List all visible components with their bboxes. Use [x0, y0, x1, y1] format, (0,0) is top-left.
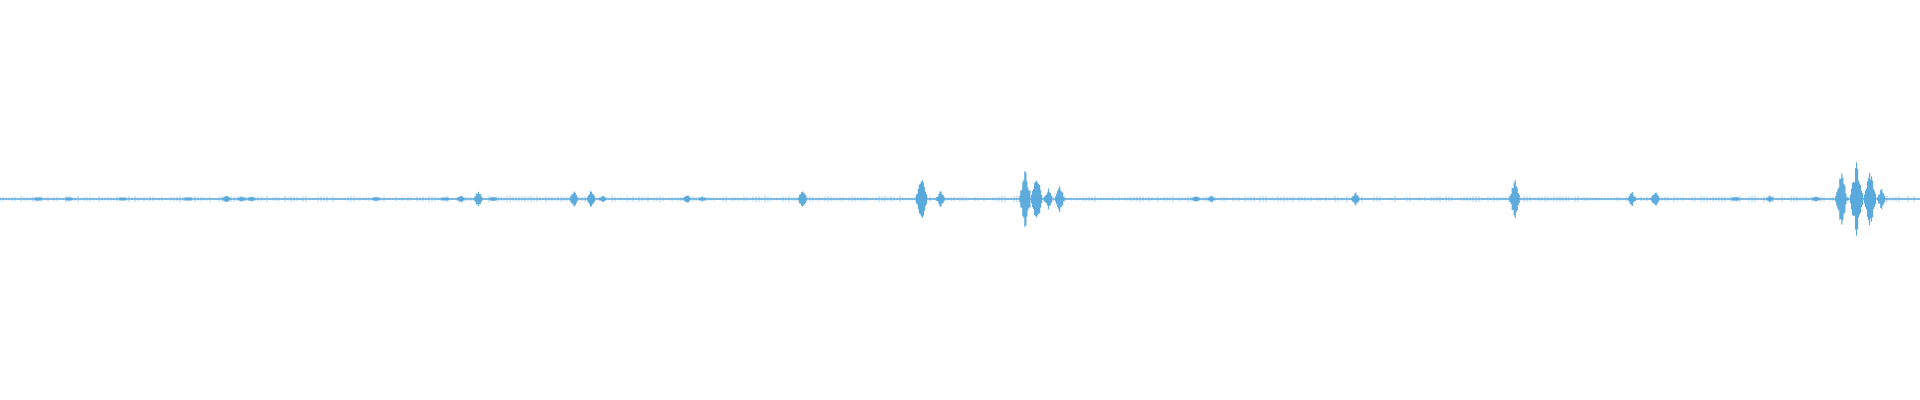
waveform-burst — [1351, 192, 1360, 206]
waveform-burst — [1055, 186, 1065, 212]
waveform-burst — [119, 197, 127, 201]
waveform-burst — [1835, 173, 1847, 225]
waveform-bursts — [0, 162, 1918, 236]
waveform-burst — [1043, 188, 1053, 210]
waveform-burst — [1812, 196, 1820, 202]
waveform-burst — [1019, 171, 1031, 227]
waveform-burst — [238, 196, 246, 202]
waveform-burst — [915, 180, 928, 218]
waveform-burst — [1731, 197, 1740, 201]
waveform-burst — [1863, 172, 1877, 226]
waveform-burst — [936, 191, 945, 207]
waveform-burst — [798, 191, 807, 207]
waveform-burst — [1766, 195, 1774, 203]
waveform-burst — [372, 196, 380, 202]
waveform-burst — [1650, 192, 1659, 206]
waveform-burst — [1849, 162, 1864, 236]
waveform-burst — [569, 191, 578, 207]
waveform-burst — [1192, 196, 1200, 202]
waveform-burst — [1207, 195, 1215, 203]
waveform-burst — [586, 191, 596, 207]
waveform-burst — [247, 196, 255, 202]
waveform-burst — [184, 197, 192, 201]
waveform-burst — [489, 197, 497, 201]
waveform-burst — [683, 195, 691, 203]
waveform-burst — [34, 197, 42, 201]
waveform-burst — [1627, 192, 1636, 206]
waveform-burst — [1509, 180, 1520, 218]
waveform-burst — [456, 195, 465, 203]
waveform-burst — [473, 191, 482, 207]
waveform-burst — [598, 196, 607, 202]
waveform-burst — [698, 196, 707, 202]
waveform-burst — [441, 197, 449, 201]
waveform-burst — [1031, 180, 1043, 218]
waveform-burst — [1877, 189, 1886, 209]
waveform-burst — [222, 196, 230, 202]
waveform-burst — [65, 197, 73, 201]
